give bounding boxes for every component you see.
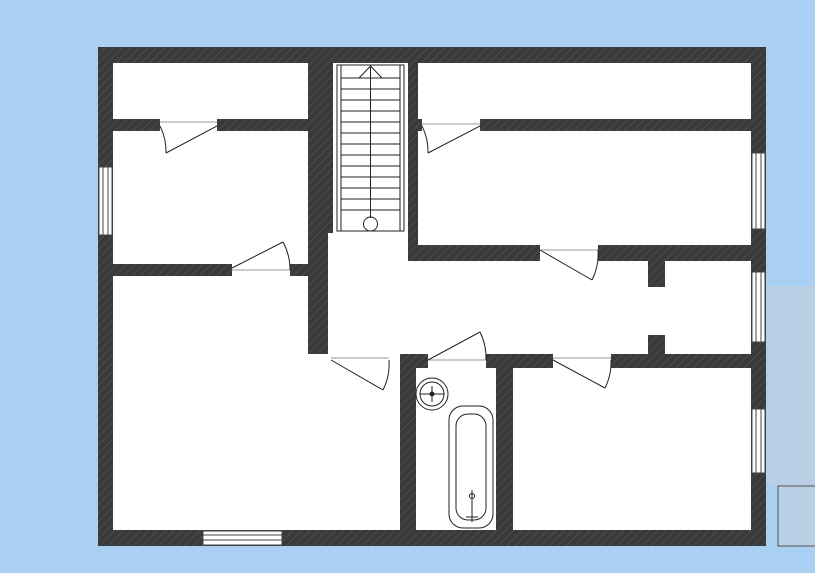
bathtub-icon <box>448 405 494 529</box>
staircase-icon <box>336 64 405 232</box>
room-right-middle <box>418 131 751 245</box>
small-room-top-left <box>113 63 308 119</box>
large-room-bottom-left <box>113 276 308 530</box>
door-swing-icon <box>427 331 487 368</box>
hallway-b <box>408 261 648 354</box>
room-bottom-right <box>513 368 751 530</box>
annex-structure <box>760 286 815 486</box>
corridor-top-right <box>418 63 751 119</box>
hallway-a <box>328 233 408 354</box>
window-icon <box>751 408 766 474</box>
window-icon <box>751 152 766 230</box>
bathroom-fixtures <box>415 377 494 529</box>
door-swing-icon <box>421 119 481 154</box>
window-icon <box>751 271 766 343</box>
room-left <box>113 131 308 264</box>
door-swing-icon <box>231 241 291 276</box>
door-swing-icon <box>539 245 599 281</box>
large-room-bottom-left-ext <box>308 354 400 530</box>
doors <box>159 119 612 391</box>
door-swing-icon <box>159 119 218 154</box>
annex-porch <box>777 485 815 547</box>
hallway-closet-opening <box>648 287 665 335</box>
windows <box>98 152 766 546</box>
door-swing-icon <box>330 354 390 391</box>
door-swing-icon <box>552 354 612 389</box>
closet <box>665 261 751 354</box>
room-floors <box>113 63 751 530</box>
window-icon <box>202 530 283 546</box>
sink-icon <box>415 377 449 411</box>
window-icon <box>98 166 113 236</box>
